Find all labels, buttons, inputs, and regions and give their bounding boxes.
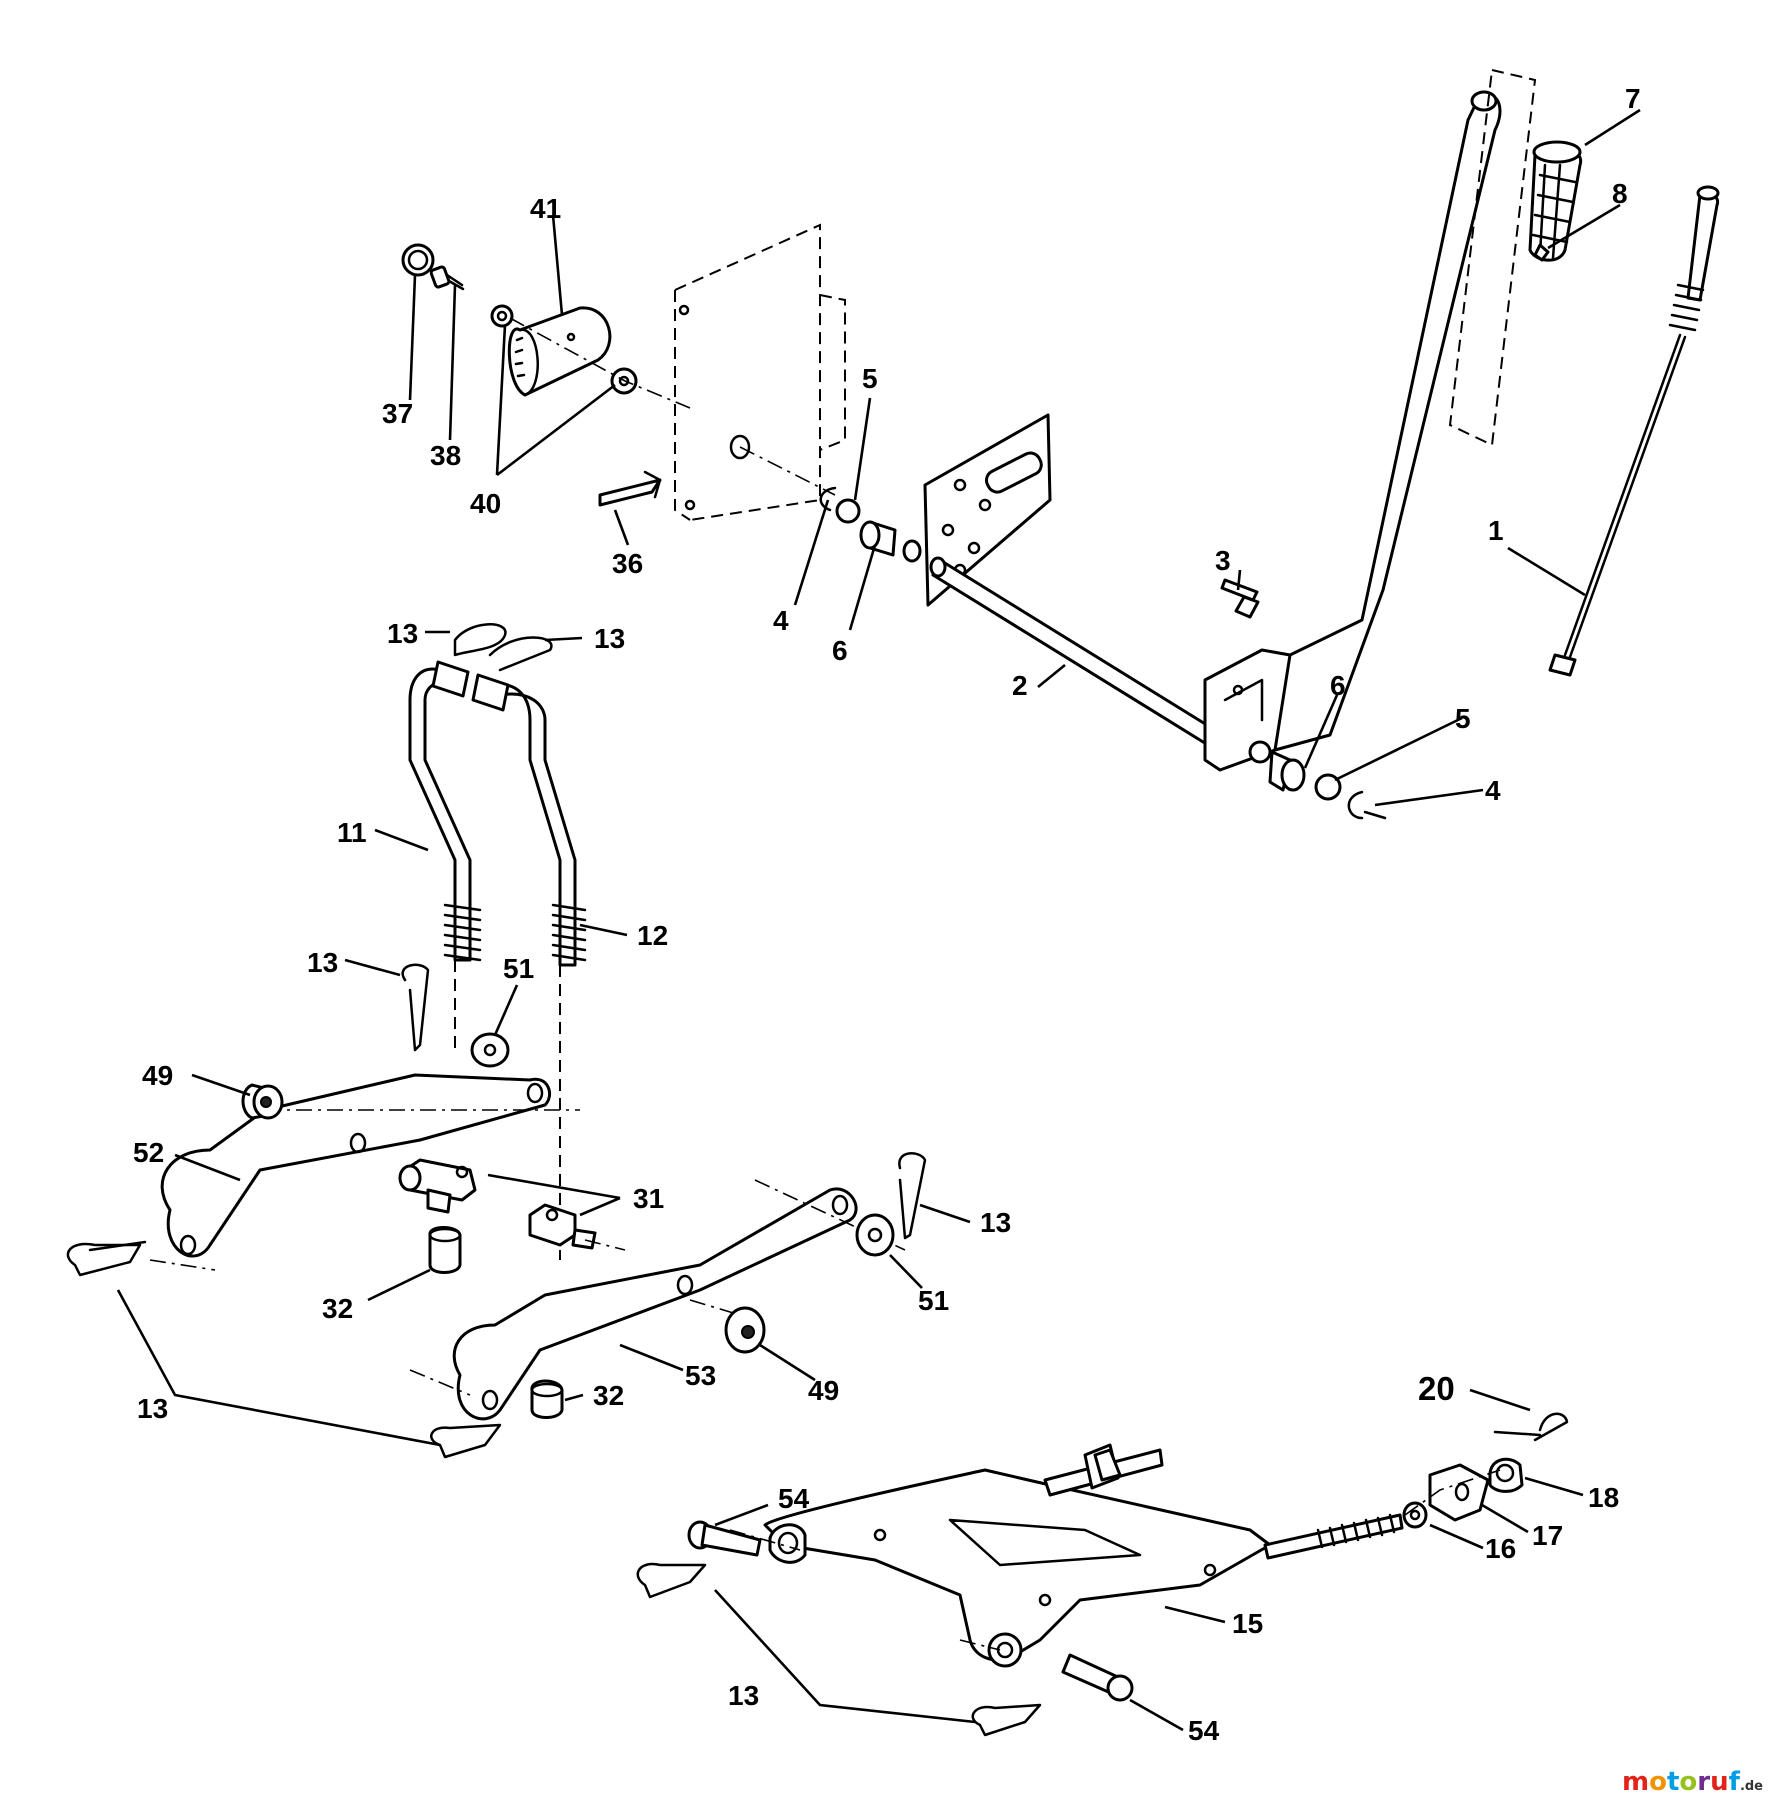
callout-13-mid-left: 13 [307,947,338,978]
roll-pin [1220,578,1259,602]
clevis-pin-lower [1061,1653,1134,1702]
shaft-hardware-right [1248,740,1387,820]
clevis-pin-upper [687,1520,762,1557]
callout-3: 3 [1215,545,1231,576]
watermark-logo: motoruf.de [1622,1767,1763,1797]
callout-36: 36 [612,548,643,579]
callout-11: 11 [337,817,367,848]
callout-13-lower-left: 13 [137,1393,168,1424]
flat-washer-upper [470,1032,510,1068]
callout-51-lower: 51 [918,1285,949,1316]
callout-2: 2 [1012,670,1028,701]
watermark-suffix: .de [1740,1779,1763,1794]
callout-13-mid-right: 13 [980,1207,1011,1238]
callout-53: 53 [685,1360,716,1391]
hairpin-clips-middle [66,1152,927,1459]
adjustment-hardware [1402,1457,1524,1529]
callout-labels: 1 2 3 4 4 5 5 6 6 7 8 11 12 13 13 13 13 … [133,83,1641,1746]
callout-4-left: 4 [773,605,789,636]
callout-5-left: 5 [862,363,878,394]
callout-7: 7 [1625,83,1641,114]
lift-arm-52 [149,1073,580,1271]
callout-38: 38 [430,440,461,471]
lift-cable [1548,185,1720,677]
callout-18: 18 [1588,1482,1619,1513]
callout-13-top-left: 13 [387,618,418,649]
callout-17: 17 [1532,1520,1563,1551]
callout-40: 40 [470,488,501,519]
lift-lever [1203,68,1583,772]
callout-13-bottom: 13 [728,1680,759,1711]
callout-31: 31 [633,1183,664,1214]
lift-shaft-plate [923,413,1217,747]
spring-clip [598,470,662,507]
callout-16: 16 [1485,1533,1516,1564]
callout-54-upper: 54 [778,1483,810,1514]
dashed-mounting-plate [674,223,846,521]
lift-arm-53 [409,1179,906,1421]
callout-8: 8 [1612,178,1628,209]
callout-1: 1 [1488,515,1504,546]
watermark-text: motoruf [1622,1767,1741,1797]
callout-32-left: 32 [322,1293,353,1324]
callout-6-right: 6 [1330,670,1346,701]
callout-15: 15 [1232,1608,1263,1639]
callout-37: 37 [382,398,413,429]
callout-5-right: 5 [1455,703,1471,734]
shaft-hardware-left [739,446,922,563]
front-hitch-bracket [729,1443,1404,1668]
knob-assembly [401,243,691,409]
hairpin-clip-upper [401,963,430,1052]
callout-6-left: 6 [832,635,848,666]
callout-4-right: 4 [1485,775,1501,806]
callout-13-top-right: 13 [594,623,625,654]
lift-link-rods [408,623,587,1260]
callout-54-lower: 54 [1188,1715,1220,1746]
callout-12: 12 [637,920,668,951]
callout-32-right: 32 [593,1380,624,1411]
leader-lines [116,108,1641,1732]
trunnions [398,1158,597,1419]
callout-52: 52 [133,1137,164,1168]
callout-49-left: 49 [142,1060,173,1091]
callout-20: 20 [1418,1370,1455,1407]
callout-51-upper: 51 [503,953,534,984]
callout-41: 41 [530,193,561,224]
callout-49-right: 49 [808,1375,839,1406]
